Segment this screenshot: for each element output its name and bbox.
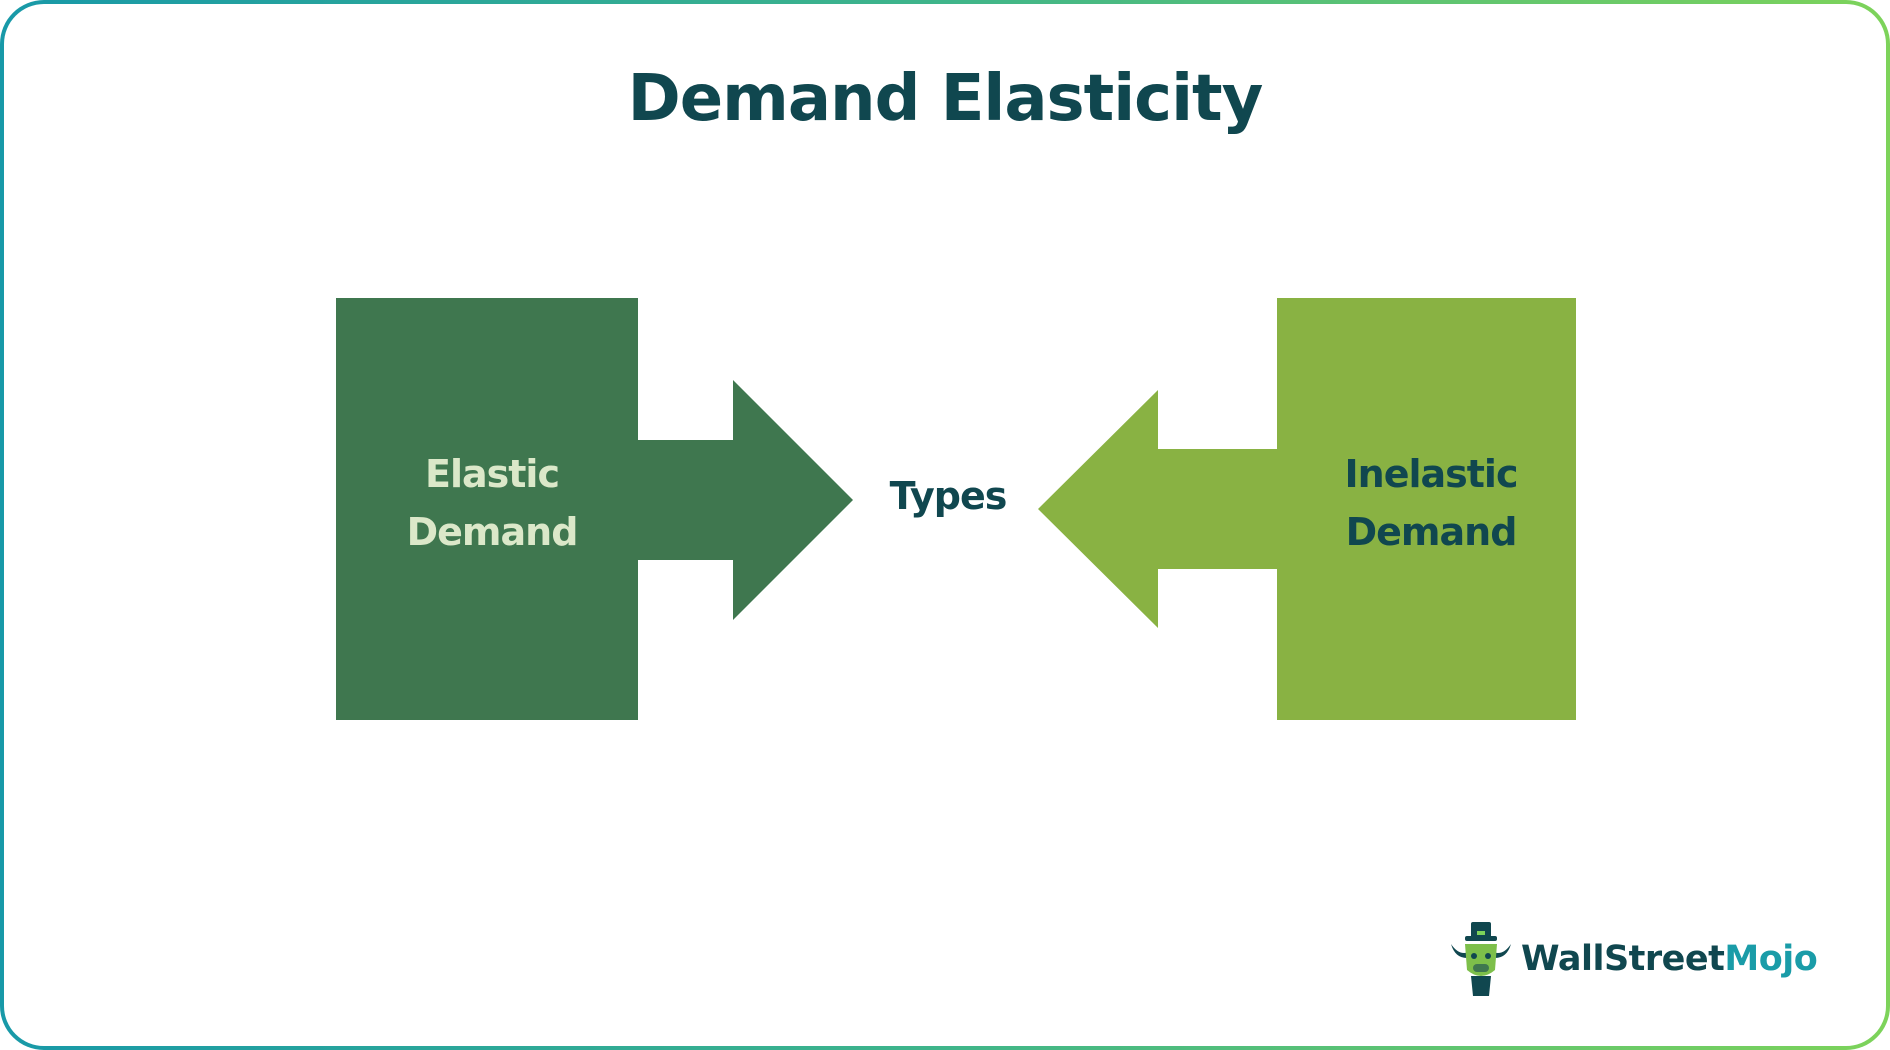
inelastic-demand-label: Inelastic Demand	[1281, 445, 1581, 561]
inelastic-demand-box	[1277, 298, 1576, 720]
elastic-demand-line2: Demand	[406, 510, 579, 554]
diagram-shapes	[336, 298, 1576, 720]
elastic-demand-line1: Elastic	[425, 452, 560, 496]
canvas: Demand Elasticity Elastic Demand Types I…	[4, 4, 1886, 1046]
inelastic-demand-line2: Demand	[1345, 510, 1518, 554]
logo-text-part2: Mojo	[1724, 939, 1818, 979]
wallstreetmojo-logo: WallStreetMojo	[1449, 919, 1818, 999]
elastic-demand-label: Elastic Demand	[340, 445, 644, 561]
bull-mascot-icon	[1451, 922, 1511, 996]
diagram-title: Demand Elasticity	[627, 62, 1264, 136]
inelastic-demand-line1: Inelastic	[1344, 452, 1519, 496]
logo-text: WallStreetMojo	[1521, 939, 1818, 979]
left-arrow	[1038, 390, 1279, 628]
types-label: Types	[889, 474, 1008, 518]
right-arrow	[636, 380, 853, 620]
elastic-demand-box	[336, 298, 638, 720]
logo-text-part1: WallStreet	[1521, 939, 1725, 979]
